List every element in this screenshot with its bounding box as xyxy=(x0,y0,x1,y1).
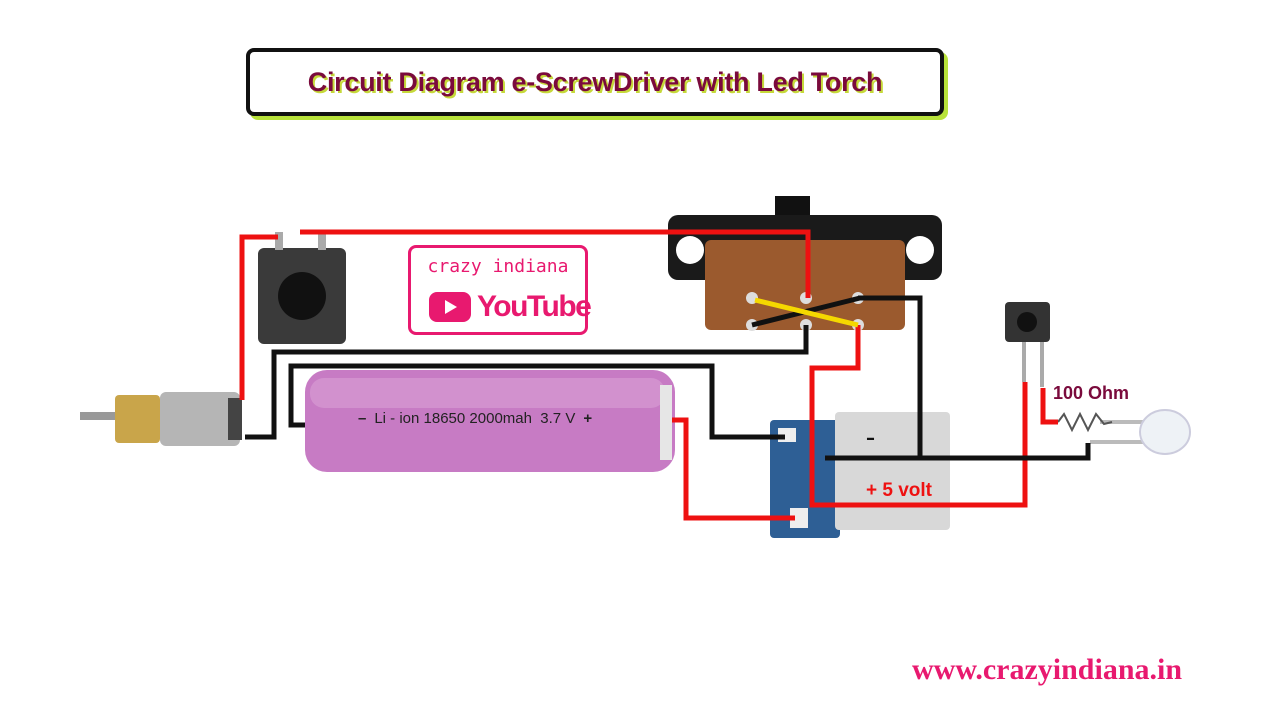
battery-minus: – xyxy=(358,410,367,427)
website-url: www.crazyindiana.in xyxy=(912,653,1183,686)
push-button xyxy=(258,232,346,344)
logo-channel-name: crazy indiana xyxy=(427,256,569,277)
title-banner: Circuit Diagram e-ScrewDriver with Led T… xyxy=(246,48,944,116)
battery-plus: + xyxy=(583,410,593,427)
led xyxy=(1090,409,1191,455)
gear-motor xyxy=(80,392,242,446)
usb-minus-label: – xyxy=(866,428,875,449)
wire-black-battery-charger xyxy=(288,363,785,440)
wire-red-resistor xyxy=(1040,388,1058,425)
youtube-logo: crazy indiana YouTube xyxy=(408,245,592,335)
resistor xyxy=(1057,411,1113,433)
youtube-play-icon xyxy=(429,292,471,322)
tactile-switch xyxy=(1005,302,1050,387)
battery-spec: Li - ion 18650 2000mah 3.7 V xyxy=(374,410,576,427)
resistor-label: 100 Ohm xyxy=(1053,383,1130,403)
wire-red-button-switch xyxy=(300,229,811,298)
output-voltage-label: + 5 volt xyxy=(866,480,932,501)
wire-red-battery-charger xyxy=(672,417,795,521)
charger-boost-module xyxy=(770,412,950,538)
wire-yellow-switch-link xyxy=(754,297,859,328)
battery-label: –Li - ion 18650 2000mah 3.7 V + xyxy=(350,410,600,427)
page-title: Circuit Diagram e-ScrewDriver with Led T… xyxy=(307,66,883,97)
wire-black-switch-led xyxy=(858,295,923,458)
logo-platform: YouTube xyxy=(477,290,592,323)
wire-red-motor-button xyxy=(239,234,278,400)
wire-black-led-return xyxy=(825,443,1091,461)
battery-18650 xyxy=(305,370,675,472)
wire-red-5v xyxy=(809,325,1028,508)
wire-black-motor-switch xyxy=(245,325,809,440)
